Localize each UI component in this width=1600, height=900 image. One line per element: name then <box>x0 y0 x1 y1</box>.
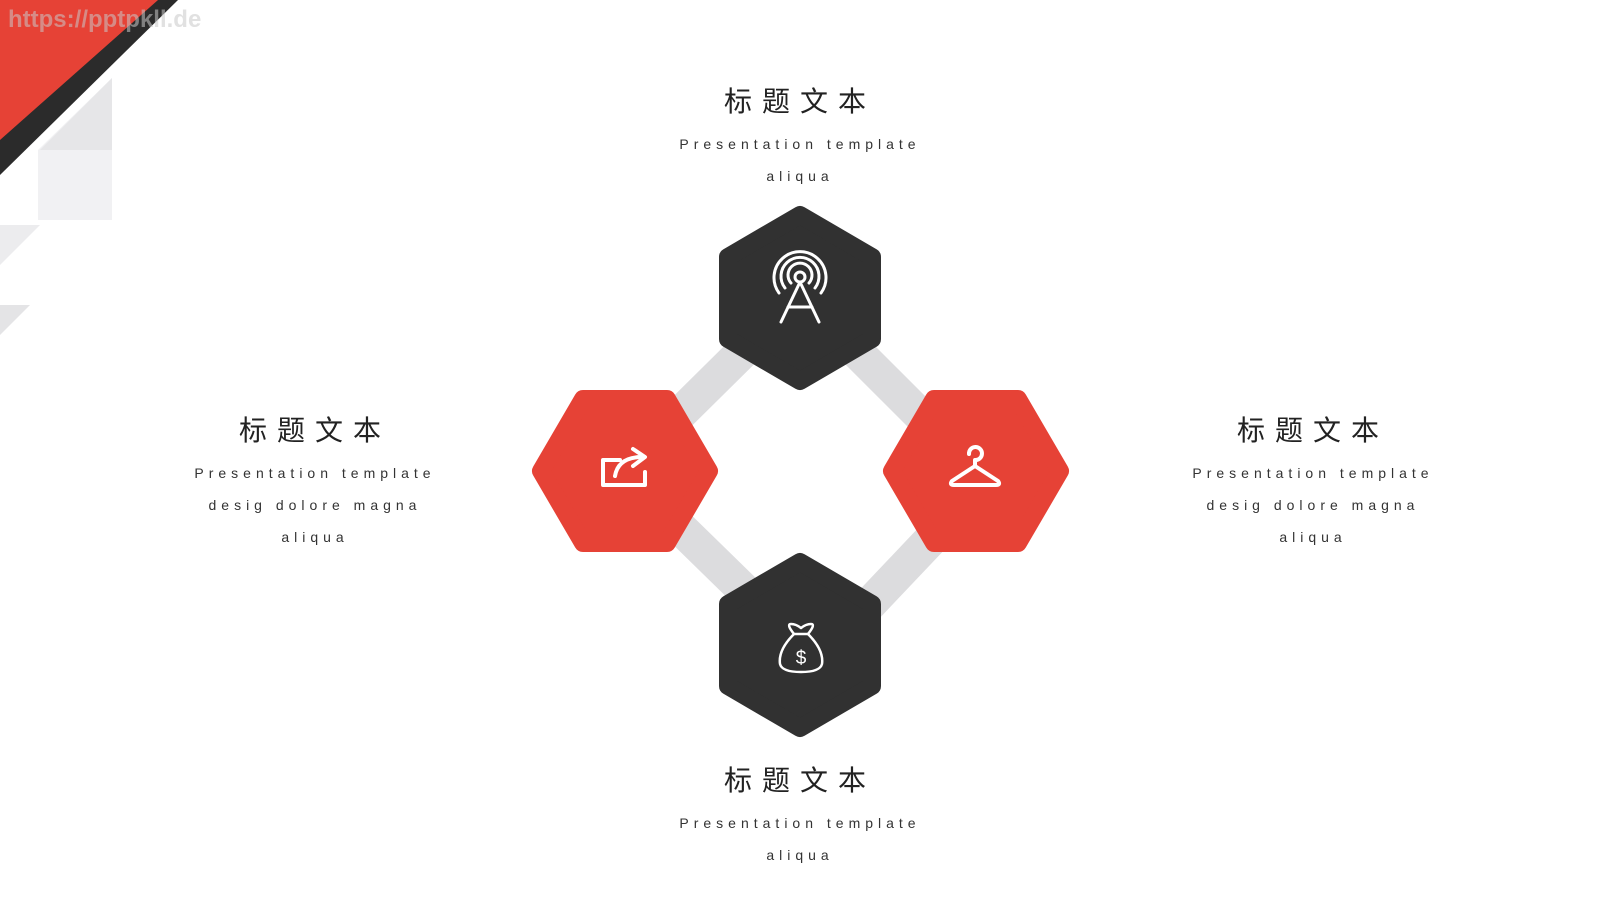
text-block-top: 标题文本 Presentation template aliqua <box>640 86 960 192</box>
hexagon-bottom <box>719 553 881 737</box>
block-title: 标题文本 <box>1236 414 1389 447</box>
share-export-icon <box>601 447 647 487</box>
text-block-left: 标题文本 Presentation template desig dolore … <box>170 415 460 553</box>
block-line: desig dolore magna <box>208 497 422 513</box>
text-block-bottom: 标题文本 Presentation template aliqua <box>640 765 960 871</box>
hexagon-right <box>883 390 1069 552</box>
block-line: aliqua <box>1279 529 1347 545</box>
clothes-hanger-icon <box>948 445 1002 487</box>
block-title: 标题文本 <box>723 85 876 118</box>
antenna-tower-icon <box>772 250 828 324</box>
block-line: aliqua <box>281 529 349 545</box>
block-title: 标题文本 <box>723 764 876 797</box>
hexagon-left <box>532 390 718 552</box>
watermark-text: https://pptpkll.de <box>8 6 202 33</box>
block-line: Presentation template <box>194 465 436 481</box>
block-line: Presentation template <box>1192 465 1434 481</box>
block-line: Presentation template <box>679 815 921 831</box>
block-line: aliqua <box>766 847 834 863</box>
text-block-right: 标题文本 Presentation template desig dolore … <box>1168 415 1458 553</box>
block-title: 标题文本 <box>238 414 391 447</box>
hexagon-top <box>719 206 881 390</box>
corner-decoration <box>0 0 178 335</box>
block-line: desig dolore magna <box>1206 497 1420 513</box>
block-line: Presentation template <box>679 136 921 152</box>
svg-text:$: $ <box>796 648 807 669</box>
block-line: aliqua <box>766 168 834 184</box>
money-bag-icon: $ <box>778 622 824 674</box>
